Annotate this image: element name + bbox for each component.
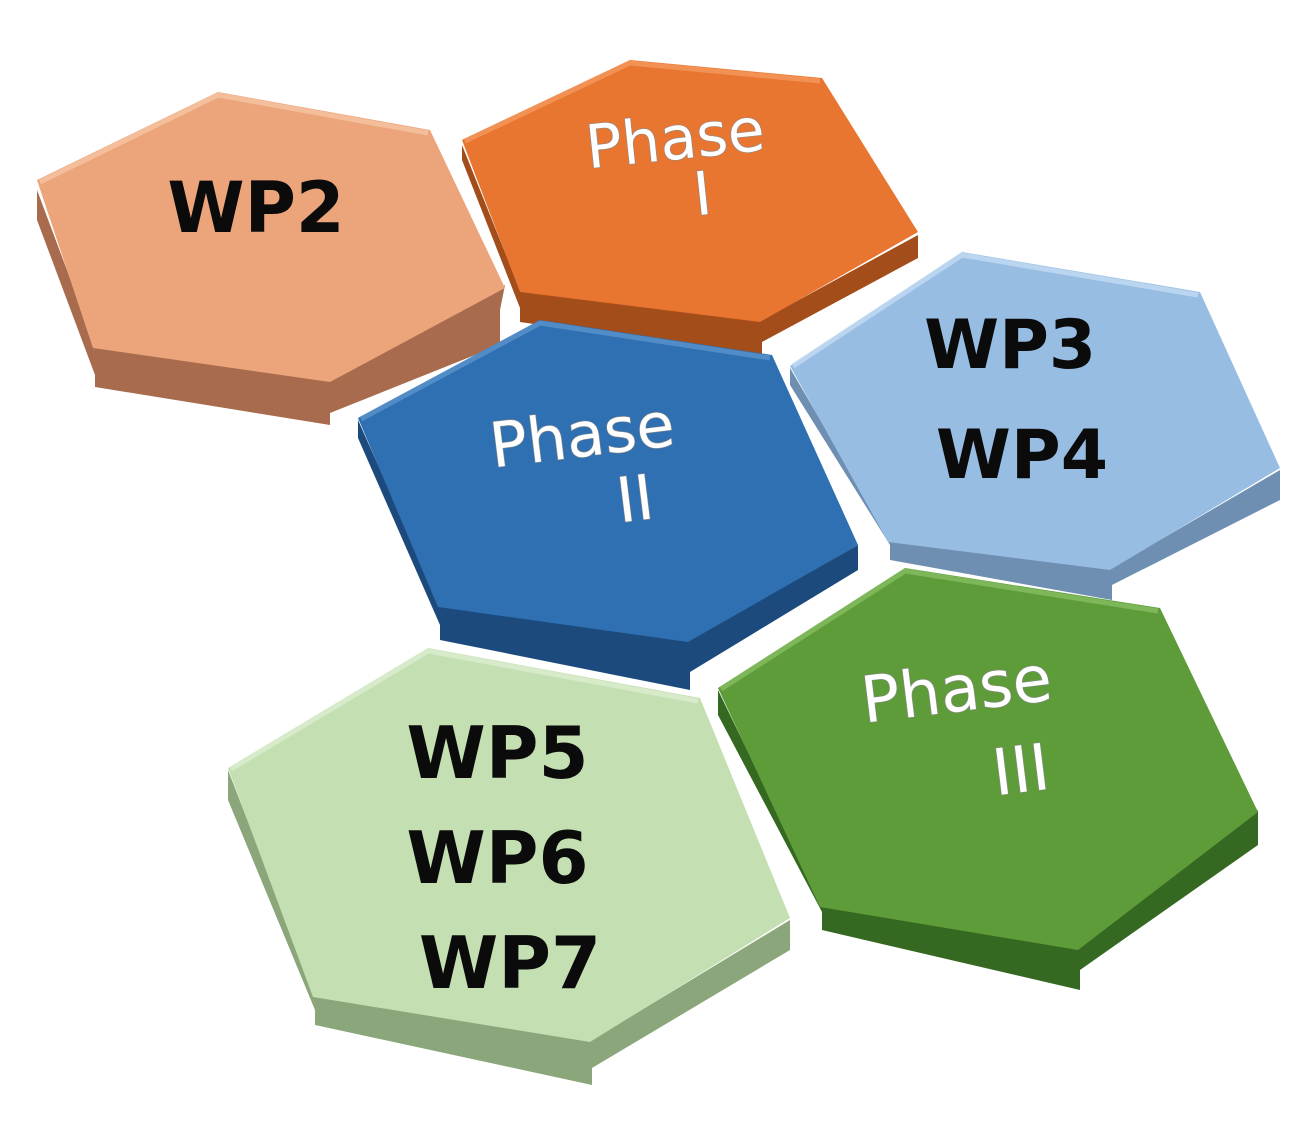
tile-phase-3: Phase III: [718, 568, 1258, 990]
tile-wp2-label: WP2: [167, 167, 344, 249]
tile-wp3-wp4-bevel: [791, 252, 1199, 369]
tile-wp2-top: [37, 92, 505, 382]
tile-wp2: WP2: [37, 92, 505, 425]
tile-wp5-wp7-top: [228, 648, 790, 1042]
tile-wp5-wp7: WP5 WP6 WP7: [228, 648, 790, 1085]
tile-phase-3-bevel: [719, 568, 1159, 692]
tile-wp5-wp7-bevel: [229, 648, 699, 772]
tile-wp3-wp4-label: WP3 WP4: [924, 306, 1120, 495]
tile-phase-1-side: [462, 145, 918, 357]
tile-wp3-wp4: WP3 WP4: [790, 252, 1280, 600]
tile-phase-2-bevel: [359, 320, 771, 422]
tile-phase-3-top: [718, 568, 1258, 950]
tile-wp2-side: [37, 190, 505, 425]
tile-phase-1-bevel: [463, 60, 821, 144]
tile-wp5-wp7-side: [228, 770, 790, 1085]
tile-wp5-wp7-line-3: WP7: [419, 921, 601, 1005]
tile-phase-2-label: Phase II: [486, 385, 707, 552]
tile-wp3-wp4-side: [790, 368, 1280, 600]
tile-wp3-wp4-line-1: WP3: [924, 306, 1096, 385]
tile-phase-2-top: [358, 320, 858, 642]
tile-phase-1-top: [462, 60, 918, 322]
tile-wp5-wp7-line-1: WP5: [406, 711, 588, 795]
tile-wp3-wp4-top: [790, 252, 1280, 570]
tile-wp2-bevel: [38, 92, 429, 185]
tile-wp5-wp7-label: WP5 WP6 WP7: [406, 711, 613, 1005]
tile-wp5-wp7-line-2: WP6: [406, 816, 588, 900]
tile-phase-2-line-2: II: [612, 460, 657, 537]
tile-phase-3-line-2: III: [988, 731, 1053, 811]
tile-wp2-line-1: WP2: [167, 167, 344, 249]
tile-wp3-wp4-line-2: WP4: [936, 416, 1108, 495]
tile-phase-2: Phase II: [358, 320, 858, 690]
tile-phase-2-side: [358, 420, 858, 690]
tile-phase-1: Phase I: [462, 60, 918, 357]
